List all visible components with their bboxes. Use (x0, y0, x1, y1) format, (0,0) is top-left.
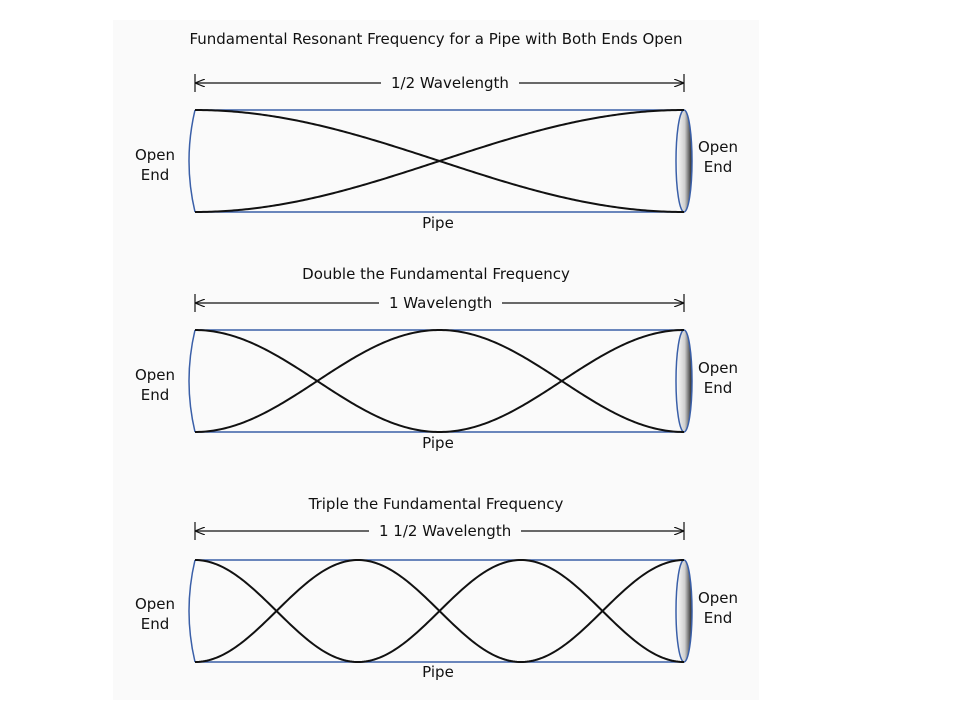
open-end-left-label: Open End (125, 365, 185, 405)
open-word: Open (134, 366, 176, 384)
open-end-right-label: Open End (688, 588, 748, 628)
pipe-diagram (188, 294, 693, 434)
pipe-diagram (188, 522, 693, 664)
open-end-left-label: Open End (125, 145, 185, 185)
open-end-right-label: Open End (688, 137, 748, 177)
open-word: Open (697, 359, 739, 377)
panel-title: Double the Fundamental Frequency (302, 265, 570, 283)
panel-title: Fundamental Resonant Frequency for a Pip… (189, 30, 683, 48)
pipe-left-opening (188, 329, 196, 433)
open-word: Open (134, 595, 176, 613)
end-word: End (140, 386, 170, 404)
end-word: End (703, 379, 733, 397)
end-word: End (703, 158, 733, 176)
pipe-left-opening (188, 109, 196, 213)
standing-wave-curve-lower (195, 109, 684, 213)
wavelength-label: 1/2 Wavelength (381, 74, 519, 92)
pipe-label: Pipe (422, 214, 454, 232)
end-word: End (140, 166, 170, 184)
wavelength-label: 1 Wavelength (379, 294, 503, 312)
end-word: End (703, 609, 733, 627)
open-end-left-label: Open End (125, 594, 185, 634)
pipe-left-opening (188, 559, 196, 663)
open-word: Open (697, 138, 739, 156)
panel-title: Triple the Fundamental Frequency (308, 495, 564, 513)
pipe-diagram (188, 74, 693, 213)
open-word: Open (134, 146, 176, 164)
standing-wave-curve-lower (194, 328, 685, 433)
pipe-label: Pipe (422, 663, 454, 681)
open-end-right-label: Open End (688, 358, 748, 398)
panel-fundamental: Fundamental Resonant Frequency for a Pip… (113, 20, 759, 240)
standing-wave-curve-lower (194, 558, 685, 664)
diagram-figure: Fundamental Resonant Frequency for a Pip… (113, 20, 759, 700)
pipe-label: Pipe (422, 434, 454, 452)
wavelength-label: 1 1/2 Wavelength (369, 522, 522, 540)
open-word: Open (697, 589, 739, 607)
standing-wave-curve-upper (194, 329, 685, 434)
end-word: End (140, 615, 170, 633)
panel-triple: Triple the Fundamental Frequency 1 1/2 W… (113, 470, 759, 690)
panel-double: Double the Fundamental Frequency 1 Wavel… (113, 240, 759, 460)
